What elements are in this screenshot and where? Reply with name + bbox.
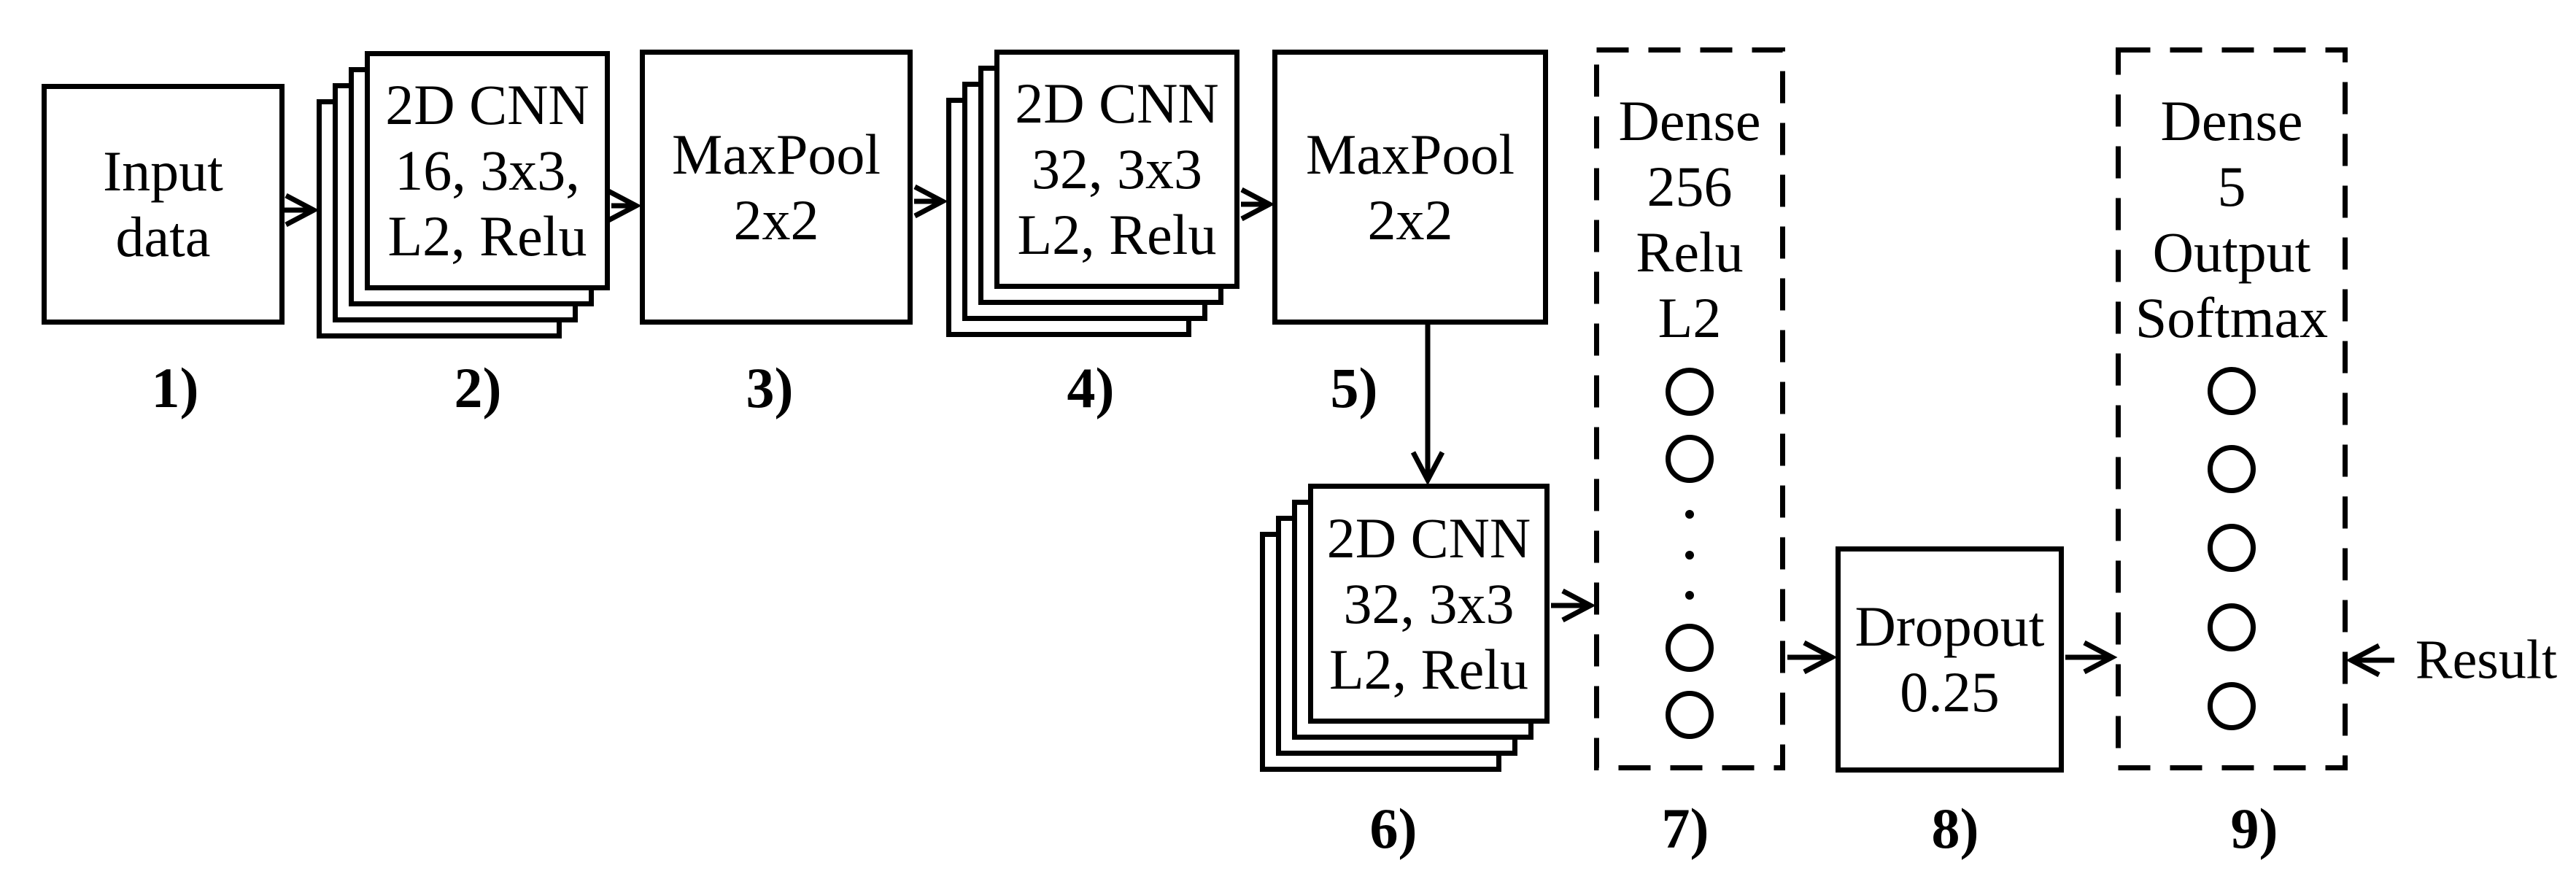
step-label-1: 1) bbox=[151, 356, 199, 419]
neuron-circle bbox=[1666, 368, 1714, 416]
conv2-line-3: L2, Relu bbox=[1017, 203, 1217, 266]
dense-line-1: Dense bbox=[1618, 89, 1761, 152]
neuron-circle bbox=[1666, 624, 1714, 672]
step-label-9: 9) bbox=[2230, 797, 2278, 860]
dropout-text: Dropout 0.25 bbox=[1836, 546, 2064, 773]
dense-line-4: L2 bbox=[1658, 286, 1722, 349]
conv1-line-3: L2, Relu bbox=[387, 204, 587, 268]
conv2-line-2: 32, 3x3 bbox=[1032, 137, 1202, 201]
dropout-line-1: Dropout bbox=[1854, 595, 2045, 658]
maxpool2-line-2: 2x2 bbox=[1367, 187, 1453, 252]
neuron-circle bbox=[1666, 435, 1714, 483]
conv1-text: 2D CNN 16, 3x3, L2, Relu bbox=[365, 51, 610, 290]
ellipsis-dot bbox=[1685, 591, 1694, 600]
maxpool2-text: MaxPool 2x2 bbox=[1272, 50, 1548, 325]
output-layer-text: Dense 5 Output Softmax bbox=[2116, 88, 2348, 351]
maxpool1-line-2: 2x2 bbox=[733, 187, 819, 252]
conv3-line-1: 2D CNN bbox=[1326, 506, 1531, 570]
conv3-line-2: 32, 3x3 bbox=[1343, 571, 1515, 635]
arrow-conv2-to-maxpool2 bbox=[1240, 187, 1275, 222]
maxpool1-line-1: MaxPool bbox=[671, 122, 881, 186]
input-line-1: Input bbox=[103, 139, 223, 203]
output-line-4: Softmax bbox=[2135, 286, 2329, 349]
conv3-text: 2D CNN 32, 3x3 L2, Relu bbox=[1308, 484, 1550, 724]
input-data-box bbox=[42, 84, 285, 325]
conv3-line-3: L2, Relu bbox=[1329, 637, 1528, 701]
conv1-line-1: 2D CNN bbox=[385, 73, 589, 136]
output-line-3: Output bbox=[2152, 220, 2311, 284]
output-neuron-circle bbox=[2208, 524, 2256, 572]
conv2-box bbox=[994, 50, 1239, 289]
dropout-box bbox=[1836, 546, 2064, 773]
maxpool1-text: MaxPool 2x2 bbox=[640, 50, 913, 325]
dense-hidden-layer-text: Dense 256 Relu L2 bbox=[1594, 88, 1785, 351]
output-neuron-circle bbox=[2208, 603, 2256, 651]
maxpool1-box bbox=[640, 50, 913, 325]
ellipsis-dot bbox=[1685, 510, 1694, 519]
ellipsis-dot bbox=[1685, 551, 1694, 560]
input-data-text: Input data bbox=[42, 84, 285, 325]
output-neuron-circle bbox=[2208, 367, 2256, 415]
step-label-4: 4) bbox=[1067, 356, 1115, 419]
conv2-line-1: 2D CNN bbox=[1015, 71, 1219, 135]
arrow-dense-to-dropout bbox=[1787, 640, 1838, 675]
step-label-8: 8) bbox=[1931, 797, 1979, 860]
maxpool2-box bbox=[1272, 50, 1548, 325]
arrow-dropout-to-output bbox=[2065, 640, 2118, 675]
step-label-2: 2) bbox=[454, 356, 502, 419]
dense-line-3: Relu bbox=[1636, 220, 1744, 284]
dense-line-2: 256 bbox=[1647, 155, 1733, 218]
neuron-circle bbox=[1666, 691, 1714, 739]
arrow-result-to-output bbox=[2345, 643, 2394, 678]
step-label-5: 5) bbox=[1330, 356, 1378, 419]
arrow-input-to-conv1 bbox=[284, 193, 320, 228]
input-line-2: data bbox=[115, 205, 211, 268]
conv1-box bbox=[365, 51, 610, 290]
step-label-7: 7) bbox=[1661, 797, 1709, 860]
conv1-line-2: 16, 3x3, bbox=[395, 139, 580, 202]
dropout-line-2: 0.25 bbox=[1900, 660, 2000, 724]
result-label: Result bbox=[2415, 629, 2558, 691]
output-neuron-circle bbox=[2208, 445, 2256, 493]
step-label-3: 3) bbox=[746, 356, 794, 419]
output-neuron-circle bbox=[2208, 682, 2256, 730]
output-line-1: Dense bbox=[2160, 89, 2303, 152]
arrow-maxpool1-to-conv2 bbox=[913, 184, 948, 219]
output-line-2: 5 bbox=[2217, 155, 2246, 218]
maxpool2-line-1: MaxPool bbox=[1305, 122, 1515, 186]
arrow-conv3-to-dense bbox=[1551, 588, 1596, 623]
conv2-text: 2D CNN 32, 3x3 L2, Relu bbox=[994, 50, 1239, 289]
arrow-maxpool2-to-conv3 bbox=[1410, 325, 1445, 486]
step-label-6: 6) bbox=[1369, 797, 1417, 860]
arrow-conv1-to-maxpool1 bbox=[607, 188, 642, 223]
conv3-box bbox=[1308, 484, 1550, 724]
